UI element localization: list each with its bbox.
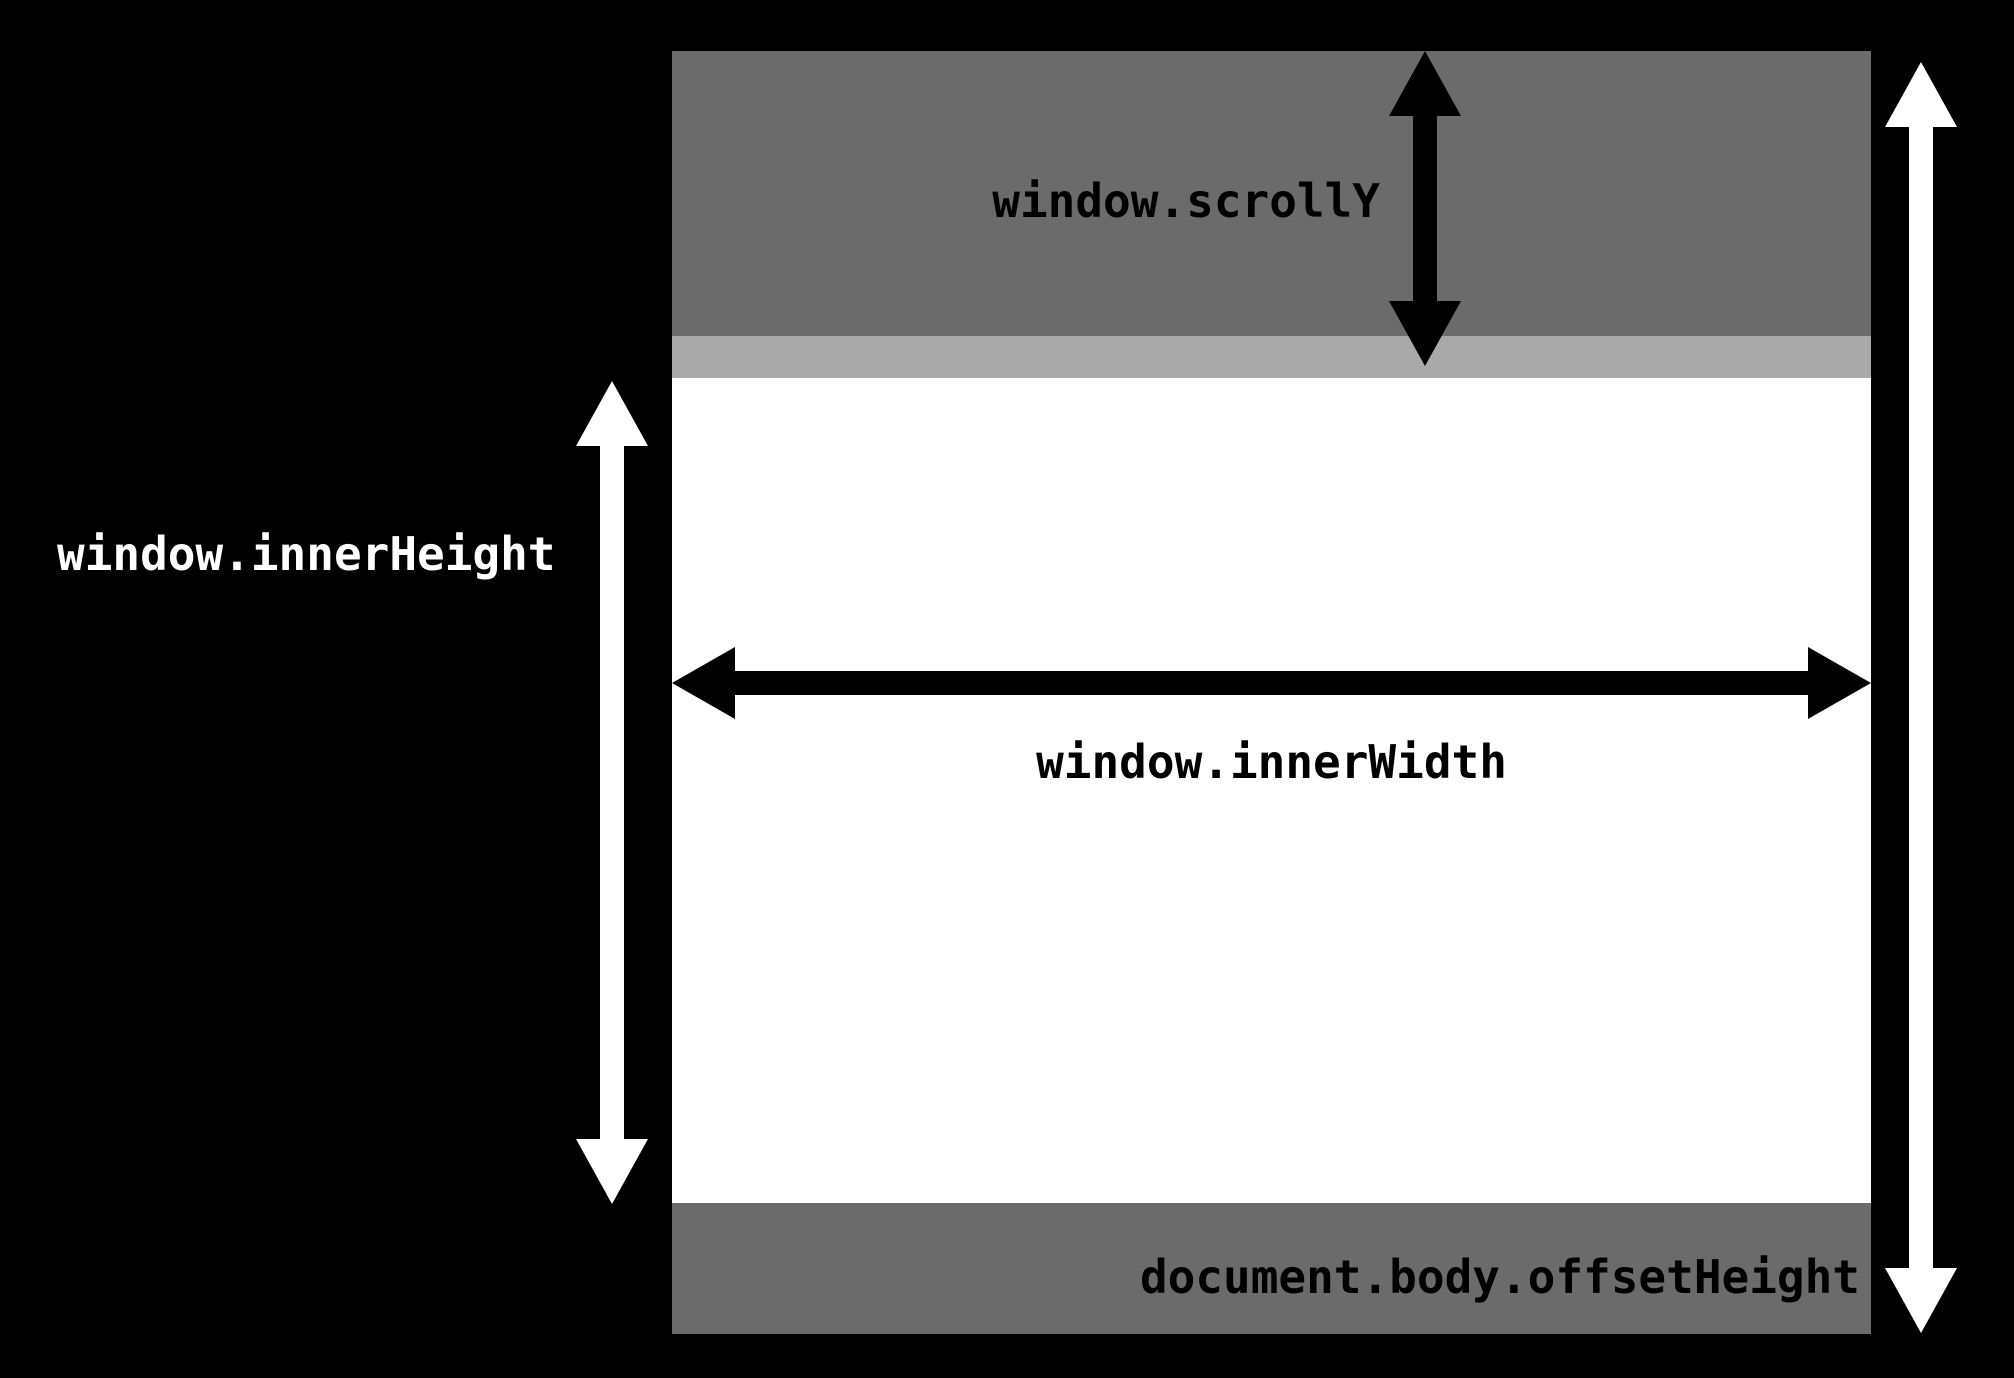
- inner-height-label: window.innerHeight: [57, 527, 556, 581]
- offset-height-arrow-icon: [1885, 62, 1957, 1333]
- below-viewport-band: [672, 1203, 1871, 1334]
- scrolled-content-band: [672, 51, 1871, 336]
- scroll-y-label: window.scrollY: [992, 174, 1380, 228]
- inner-width-arrow-icon: [672, 647, 1871, 719]
- scroll-y-arrow-icon: [1389, 51, 1461, 366]
- viewport-band: [672, 378, 1871, 1203]
- scrollbar-strip-band: [672, 336, 1871, 378]
- inner-height-arrow-icon: [576, 381, 648, 1204]
- inner-width-label: window.innerWidth: [1036, 735, 1507, 789]
- offset-height-label: document.body.offsetHeight: [1139, 1250, 1860, 1304]
